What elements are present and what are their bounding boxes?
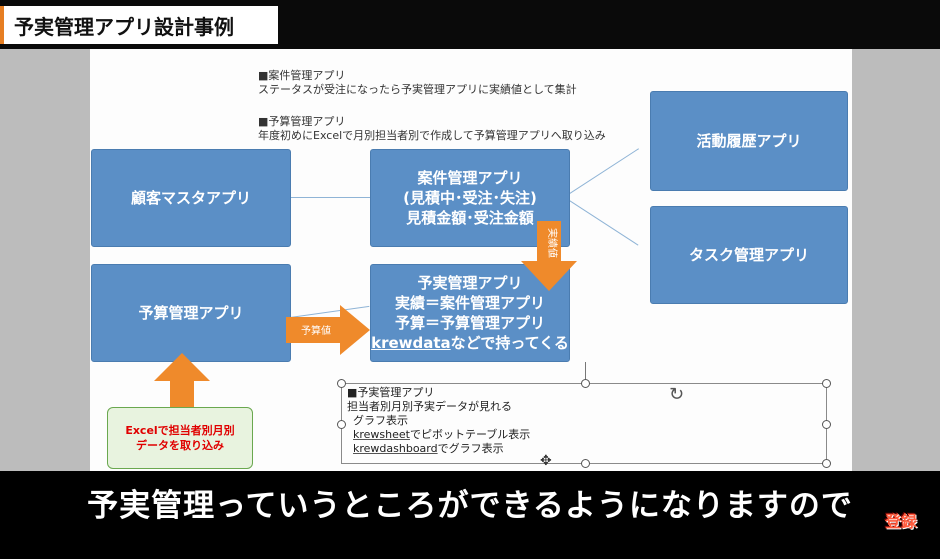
excel-arrow-shape bbox=[154, 353, 210, 407]
selected-textbox[interactable]: ■予実管理アプリ 担当者別月別予実データが見れる グラフ表示 krewsheet… bbox=[337, 379, 831, 468]
subscribe-badge[interactable]: 登録 bbox=[884, 512, 917, 531]
budget-management-box[interactable]: 予算管理アプリ bbox=[91, 264, 291, 362]
budget-arrow-shape bbox=[286, 305, 370, 355]
case-note-header: ■案件管理アプリ bbox=[258, 69, 346, 82]
video-title: 予実管理アプリ設計事例 bbox=[0, 6, 278, 44]
case-note-body: ステータスが受注になったら予実管理アプリに実績値として集計 bbox=[258, 83, 577, 96]
case-box-line1: 案件管理アプリ bbox=[417, 169, 523, 187]
task-management-box[interactable]: タスク管理アプリ bbox=[650, 206, 848, 304]
customer-master-label: 顧客マスタアプリ bbox=[130, 189, 251, 207]
actual-value-label: 実績値 bbox=[546, 228, 559, 258]
subtitle-bar bbox=[0, 471, 940, 559]
case-management-box[interactable]: 案件管理アプリ (見積中･受注･失注) 見積金額･受注金額 bbox=[370, 149, 570, 247]
actual-value-arrow: 実績値 bbox=[521, 221, 577, 291]
resize-handle-top-right[interactable] bbox=[822, 379, 831, 388]
sel-line5-rest: でグラフ表示 bbox=[437, 442, 504, 455]
slide: ■案件管理アプリ ステータスが受注になったら予実管理アプリに実績値として集計 ■… bbox=[90, 49, 852, 471]
budget-value-arrow: 予算値 bbox=[286, 305, 370, 355]
sel-line5: krewdashboardでグラフ表示 bbox=[347, 442, 530, 456]
yojitsu-box-line2: 実績＝案件管理アプリ bbox=[394, 294, 545, 312]
resize-handle-right[interactable] bbox=[822, 420, 831, 429]
case-note: ■案件管理アプリ ステータスが受注になったら予実管理アプリに実績値として集計 bbox=[258, 69, 577, 97]
sel-line4: krewsheetでピボットテーブル表示 bbox=[347, 428, 530, 442]
title-bar: 予実管理アプリ設計事例 bbox=[0, 0, 940, 49]
excel-box-line1: Excelで担当者別月別 bbox=[125, 424, 235, 437]
case-box-line3: 見積金額･受注金額 bbox=[406, 209, 534, 227]
activity-history-box[interactable]: 活動履歴アプリ bbox=[650, 91, 848, 191]
connector-case-activity bbox=[568, 148, 639, 195]
resize-handle-top-left[interactable] bbox=[337, 379, 346, 388]
resize-handle-top[interactable] bbox=[581, 379, 590, 388]
case-box-line2: (見積中･受注･失注) bbox=[403, 189, 537, 207]
selected-textbox-content: ■予実管理アプリ 担当者別月別予実データが見れる グラフ表示 krewsheet… bbox=[347, 386, 530, 456]
rotate-handle-stem bbox=[585, 362, 586, 383]
sel-line1: ■予実管理アプリ bbox=[347, 386, 435, 399]
budget-note: ■予算管理アプリ 年度初めにExcelで月別担当者別で作成して予算管理アプリへ取… bbox=[258, 115, 606, 143]
krewsheet-link: krewsheet bbox=[353, 428, 410, 441]
video-subtitle: 予実管理っていうところができるようになりますので bbox=[87, 488, 853, 524]
yojitsu-box-line3: 予算＝予算管理アプリ bbox=[394, 314, 545, 332]
rotate-handle-icon[interactable]: ↻ bbox=[669, 384, 685, 405]
activity-history-label: 活動履歴アプリ bbox=[696, 132, 802, 150]
krewdashboard-link: krewdashboard bbox=[353, 442, 438, 455]
excel-import-box[interactable]: Excelで担当者別月別 データを取り込み bbox=[107, 407, 253, 469]
yojitsu-box-line4: krewdataなどで持ってくる bbox=[371, 333, 569, 353]
budget-management-label: 予算管理アプリ bbox=[138, 304, 244, 322]
yojitsu-box-line1: 予実管理アプリ bbox=[417, 274, 523, 292]
customer-master-box[interactable]: 顧客マスタアプリ bbox=[91, 149, 291, 247]
sel-line3: グラフ表示 bbox=[353, 414, 408, 427]
budget-value-label: 予算値 bbox=[301, 324, 331, 337]
task-management-label: タスク管理アプリ bbox=[688, 246, 809, 264]
budget-note-header: ■予算管理アプリ bbox=[258, 115, 346, 128]
sel-line4-rest: でピボットテーブル表示 bbox=[409, 428, 531, 441]
yojitsu-box-line4-rest: などで持ってくる bbox=[450, 334, 569, 352]
resize-handle-bottom[interactable] bbox=[581, 459, 590, 468]
slide-area: ■案件管理アプリ ステータスが受注になったら予実管理アプリに実績値として集計 ■… bbox=[0, 49, 940, 471]
resize-handle-left[interactable] bbox=[337, 420, 346, 429]
excel-box-line2: データを取り込み bbox=[136, 439, 224, 452]
actual-arrow-shape bbox=[521, 221, 577, 291]
sel-line2: 担当者別月別予実データが見れる bbox=[347, 400, 512, 413]
resize-handle-bottom-right[interactable] bbox=[822, 459, 831, 468]
excel-upload-arrow bbox=[154, 353, 210, 407]
connector-customer-case bbox=[290, 197, 370, 198]
krewdata-link: krewdata bbox=[371, 334, 451, 352]
budget-note-body: 年度初めにExcelで月別担当者別で作成して予算管理アプリへ取り込み bbox=[258, 129, 606, 142]
move-cursor-icon: ✥ bbox=[540, 453, 552, 469]
yojitsu-management-box[interactable]: 予実管理アプリ 実績＝案件管理アプリ 予算＝予算管理アプリ krewdataなど… bbox=[370, 264, 570, 362]
